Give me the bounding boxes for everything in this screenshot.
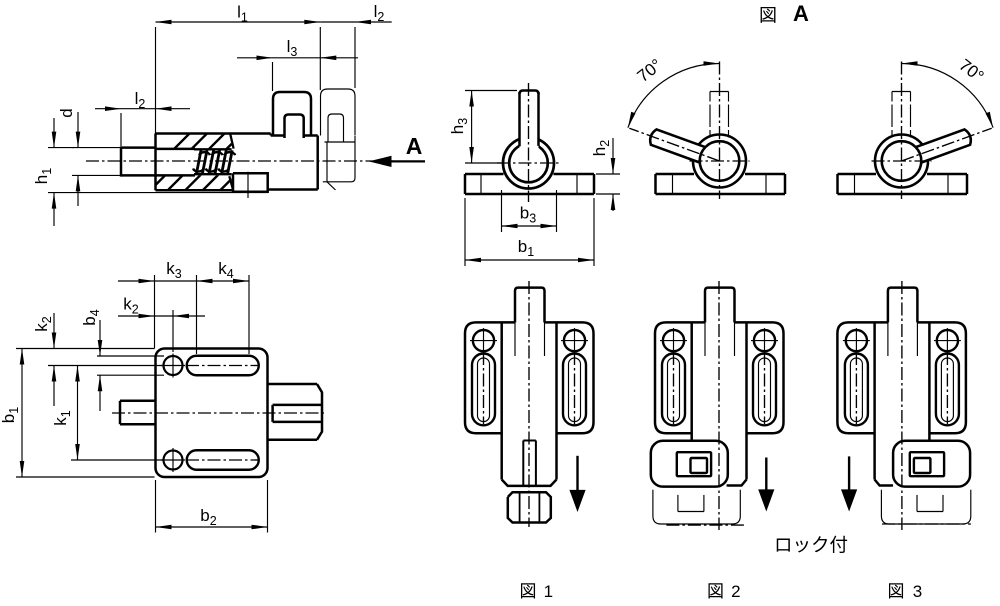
svg-text:l2: l2 bbox=[374, 2, 385, 24]
svg-text:図: 図 bbox=[520, 582, 537, 601]
svg-text:d: d bbox=[57, 108, 76, 117]
svg-text:図: 図 bbox=[759, 6, 777, 26]
svg-text:A: A bbox=[406, 133, 423, 159]
svg-text:3: 3 bbox=[913, 582, 922, 601]
svg-text:図: 図 bbox=[888, 582, 905, 601]
svg-text:l1: l1 bbox=[237, 3, 248, 25]
svg-text:A: A bbox=[793, 1, 809, 26]
svg-text:l2: l2 bbox=[135, 89, 146, 111]
svg-text:図: 図 bbox=[707, 582, 724, 601]
svg-text:1: 1 bbox=[544, 582, 553, 601]
svg-text:l3: l3 bbox=[287, 37, 298, 59]
svg-text:ロック付: ロック付 bbox=[774, 535, 848, 556]
svg-text:2: 2 bbox=[731, 582, 740, 601]
